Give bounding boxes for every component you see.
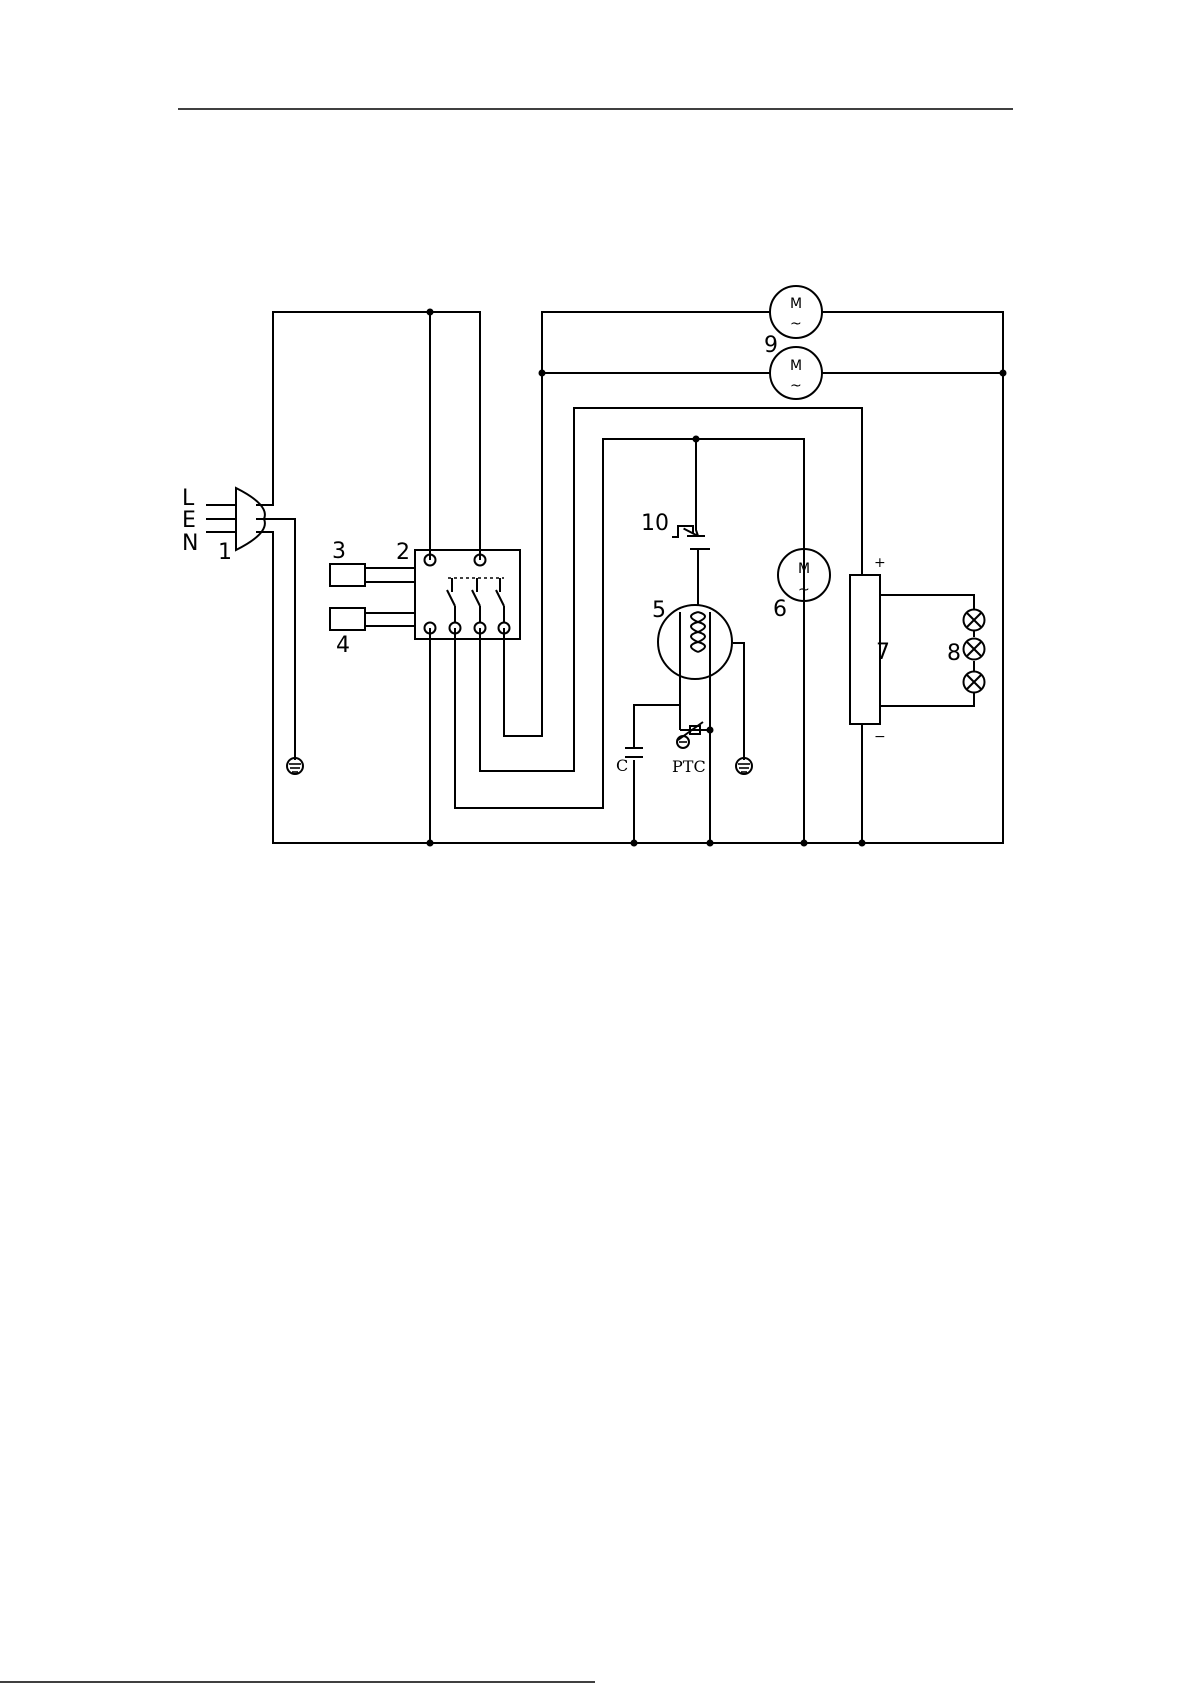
label-9: 9 bbox=[764, 333, 778, 358]
label-7: 7 bbox=[876, 640, 890, 665]
minus-sign: − bbox=[874, 729, 886, 745]
lamp-top bbox=[964, 610, 985, 631]
label-6: 6 bbox=[773, 597, 787, 622]
junction-dots bbox=[427, 309, 1007, 847]
label-8: 8 bbox=[947, 641, 961, 666]
svg-text:~: ~ bbox=[790, 316, 802, 332]
lamp-bottom bbox=[964, 672, 985, 693]
ground-symbol-right bbox=[736, 758, 752, 774]
label-1: 1 bbox=[218, 540, 232, 565]
svg-text:~: ~ bbox=[790, 378, 802, 394]
ptc-label: PTC bbox=[672, 757, 706, 776]
svg-text:~: ~ bbox=[798, 582, 810, 598]
label-10: 10 bbox=[641, 511, 669, 536]
part-4-symbol bbox=[330, 608, 415, 630]
lamp-middle bbox=[964, 639, 985, 660]
plug-line-n: N bbox=[182, 531, 198, 556]
svg-text:M: M bbox=[790, 296, 802, 312]
svg-text:M: M bbox=[790, 358, 802, 374]
label-4: 4 bbox=[336, 633, 350, 658]
plus-sign: + bbox=[874, 555, 886, 571]
motor-9-top: M ~ bbox=[770, 286, 822, 338]
plug-line-e: E bbox=[182, 508, 196, 533]
capacitor-label: C bbox=[616, 756, 628, 775]
ground-symbol-left bbox=[287, 758, 303, 774]
wires bbox=[256, 312, 1003, 843]
label-3: 3 bbox=[332, 539, 346, 564]
label-2: 2 bbox=[396, 540, 410, 565]
svg-text:M: M bbox=[798, 561, 810, 577]
controller-symbol bbox=[850, 575, 880, 843]
part-3-symbol bbox=[330, 564, 415, 586]
door-switch-symbol bbox=[672, 525, 710, 549]
compressor-symbol bbox=[658, 605, 732, 679]
label-5: 5 bbox=[652, 598, 666, 623]
switch-block bbox=[415, 550, 520, 639]
